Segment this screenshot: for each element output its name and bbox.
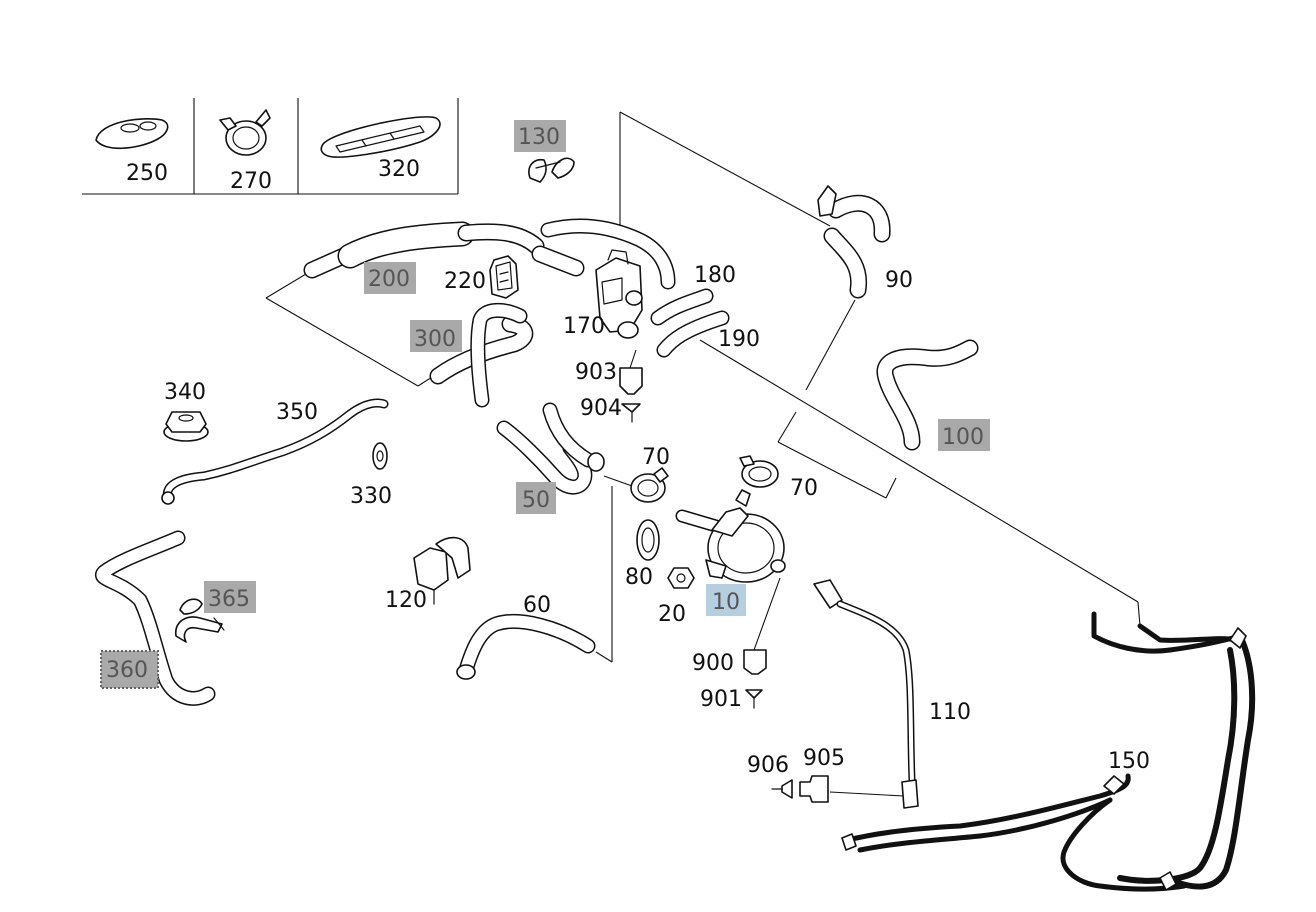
- callout-200[interactable]: 200: [368, 267, 410, 292]
- callout-906[interactable]: 906: [747, 753, 789, 778]
- small-parts-inset: [82, 98, 459, 195]
- callout-100[interactable]: 100: [942, 425, 984, 450]
- callout-10[interactable]: 10: [712, 590, 740, 615]
- cap-904-part[interactable]: [621, 403, 641, 423]
- washer-330-part[interactable]: [372, 442, 388, 470]
- callout-270[interactable]: 270: [230, 169, 272, 194]
- callout-180[interactable]: 180: [694, 263, 736, 288]
- callout-labels: 250 270 320 130 200 220 180 90 170 190 3…: [106, 125, 1150, 778]
- callout-900[interactable]: 900: [692, 651, 734, 676]
- cap-901-part[interactable]: [745, 689, 763, 709]
- cover-320-part[interactable]: [320, 116, 441, 158]
- callout-320[interactable]: 320: [378, 157, 420, 182]
- callout-330[interactable]: 330: [350, 484, 392, 509]
- callout-110[interactable]: 110: [929, 700, 971, 725]
- clamp-70-right-part[interactable]: [739, 455, 779, 488]
- sensor-cable-110-part[interactable]: [813, 579, 919, 809]
- callout-50[interactable]: 50: [522, 488, 550, 513]
- hose-300-part[interactable]: [429, 303, 534, 408]
- callout-360[interactable]: 360: [106, 658, 148, 683]
- callout-highlights: [100, 120, 990, 689]
- callout-190[interactable]: 190: [718, 327, 760, 352]
- pipe-350-part[interactable]: [161, 398, 389, 505]
- pin-906-part[interactable]: [771, 779, 793, 799]
- grommet-250-part[interactable]: [95, 118, 169, 150]
- bracket-120-part[interactable]: [413, 536, 471, 605]
- callout-150[interactable]: 150: [1108, 749, 1150, 774]
- callout-220[interactable]: 220: [444, 269, 486, 294]
- hose-90-part[interactable]: [817, 185, 891, 299]
- callout-130[interactable]: 130: [518, 125, 560, 150]
- callout-901[interactable]: 901: [700, 687, 742, 712]
- nut-340-part[interactable]: [163, 411, 209, 442]
- nut-20-part[interactable]: [667, 567, 695, 589]
- callout-20[interactable]: 20: [658, 602, 686, 627]
- leader-lines: [265, 111, 1141, 797]
- hose-60-part[interactable]: [456, 614, 596, 680]
- hose-190-part[interactable]: [656, 310, 730, 358]
- callout-905[interactable]: 905: [803, 746, 845, 771]
- callout-120[interactable]: 120: [385, 588, 427, 613]
- callout-904[interactable]: 904: [580, 396, 622, 421]
- callout-70-right[interactable]: 70: [790, 476, 818, 501]
- callout-80[interactable]: 80: [625, 565, 653, 590]
- hose-50-part[interactable]: [496, 402, 605, 495]
- callout-903[interactable]: 903: [575, 360, 617, 385]
- bracket-220-part[interactable]: [489, 255, 519, 299]
- callout-365[interactable]: 365: [208, 587, 250, 612]
- pump-10-part[interactable]: [675, 489, 786, 583]
- gasket-80-part[interactable]: [636, 519, 660, 561]
- valve-170-part[interactable]: [595, 249, 643, 339]
- wiring-harness-150-part[interactable]: [841, 611, 1256, 892]
- callout-60[interactable]: 60: [523, 593, 551, 618]
- callout-170[interactable]: 170: [563, 314, 605, 339]
- clip-130-part[interactable]: [528, 157, 575, 183]
- clamp-270-part[interactable]: [219, 109, 271, 156]
- callout-90[interactable]: 90: [885, 268, 913, 293]
- callout-70-left[interactable]: 70: [642, 445, 670, 470]
- hose-180-part[interactable]: [650, 288, 714, 326]
- callout-350[interactable]: 350: [276, 400, 318, 425]
- plug-900-part[interactable]: [743, 649, 767, 675]
- hose-100-part[interactable]: [876, 339, 979, 451]
- plug-903-part[interactable]: [619, 367, 643, 395]
- clamp-70-left-part[interactable]: [630, 467, 669, 503]
- callout-300[interactable]: 300: [414, 327, 456, 352]
- callout-340[interactable]: 340: [164, 380, 206, 405]
- hose-360-part[interactable]: [94, 530, 216, 706]
- hose-200-part[interactable]: [303, 218, 676, 290]
- clip-365-part[interactable]: [175, 598, 225, 643]
- connector-905-part[interactable]: [799, 775, 829, 803]
- callout-250[interactable]: 250: [126, 161, 168, 186]
